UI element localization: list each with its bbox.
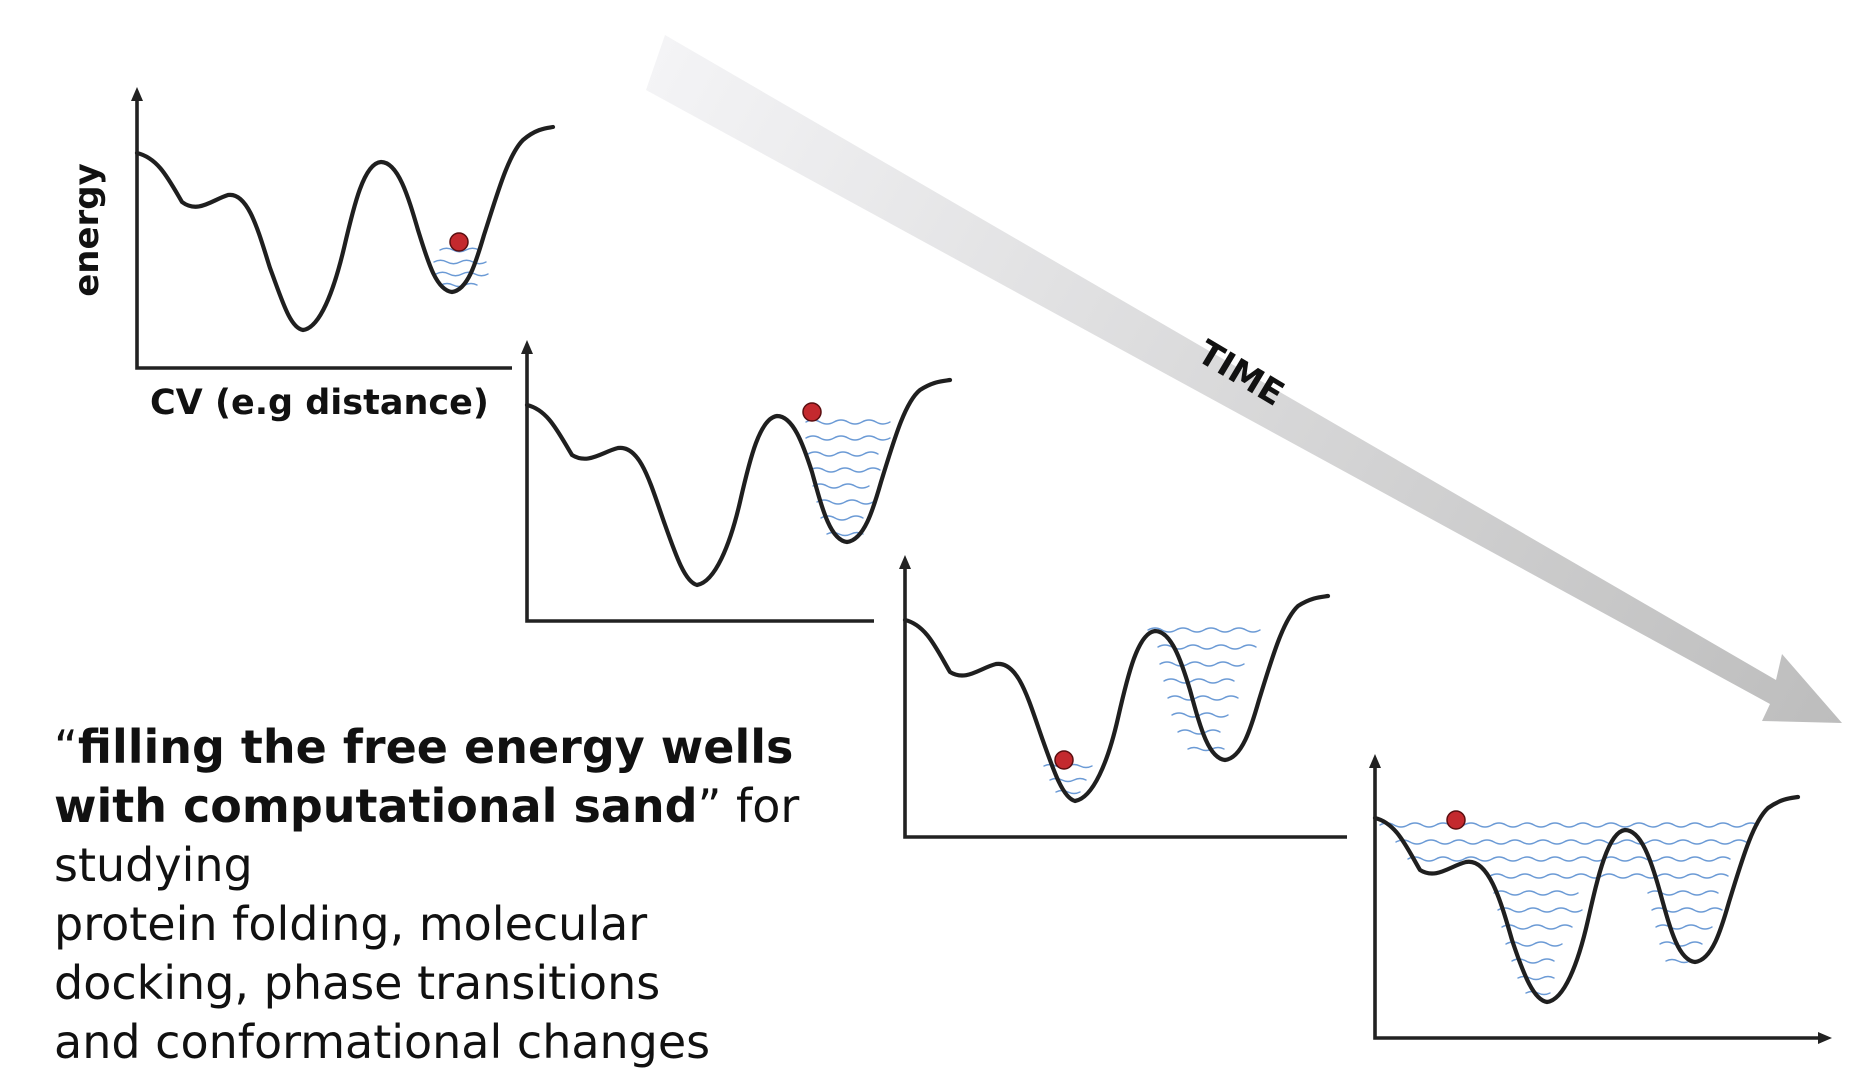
walker-ball <box>449 232 469 252</box>
caption-close-quote: ” <box>697 779 722 833</box>
walker-ball <box>1054 750 1074 770</box>
time-arrow-shape <box>646 35 1842 723</box>
snapshot-1: energy CV (e.g distance) <box>67 87 556 423</box>
sand-fill <box>805 419 891 537</box>
axis <box>903 561 1347 839</box>
x-axis-arrowhead <box>1818 1032 1832 1044</box>
y-axis-arrowhead <box>131 87 143 101</box>
sand-fill <box>1379 822 1759 996</box>
axis <box>135 92 512 370</box>
y-axis-arrowhead <box>1369 754 1381 768</box>
caption-bold-phrase: filling the free energy wells with compu… <box>54 720 794 833</box>
snapshot-2 <box>521 340 953 623</box>
axis <box>1373 760 1820 1040</box>
sand-fill <box>1043 627 1261 795</box>
caption-open-quote: “ <box>54 720 78 774</box>
y-axis-arrowhead <box>521 340 533 354</box>
caption-line-2: protein folding, molecular <box>54 897 648 951</box>
y-axis-arrowhead <box>899 555 911 569</box>
snapshot-4 <box>1369 754 1832 1044</box>
caption-line-3: docking, phase transitions <box>54 956 661 1010</box>
caption-line-1-rest: for studying <box>54 779 800 892</box>
energy-curve <box>902 593 1331 804</box>
snapshot-3 <box>899 555 1347 839</box>
energy-curve <box>1372 794 1801 1005</box>
energy-axis-label: energy <box>67 163 107 297</box>
caption-line-4: and conformational changes <box>54 1015 711 1069</box>
caption-text: “filling the free energy wells with comp… <box>54 718 814 1072</box>
cv-axis-label: CV (e.g distance) <box>150 383 489 423</box>
axis <box>525 346 874 623</box>
energy-curve <box>524 377 953 588</box>
walker-ball <box>1446 810 1466 830</box>
walker-ball <box>802 402 822 422</box>
energy-curve <box>134 124 556 333</box>
